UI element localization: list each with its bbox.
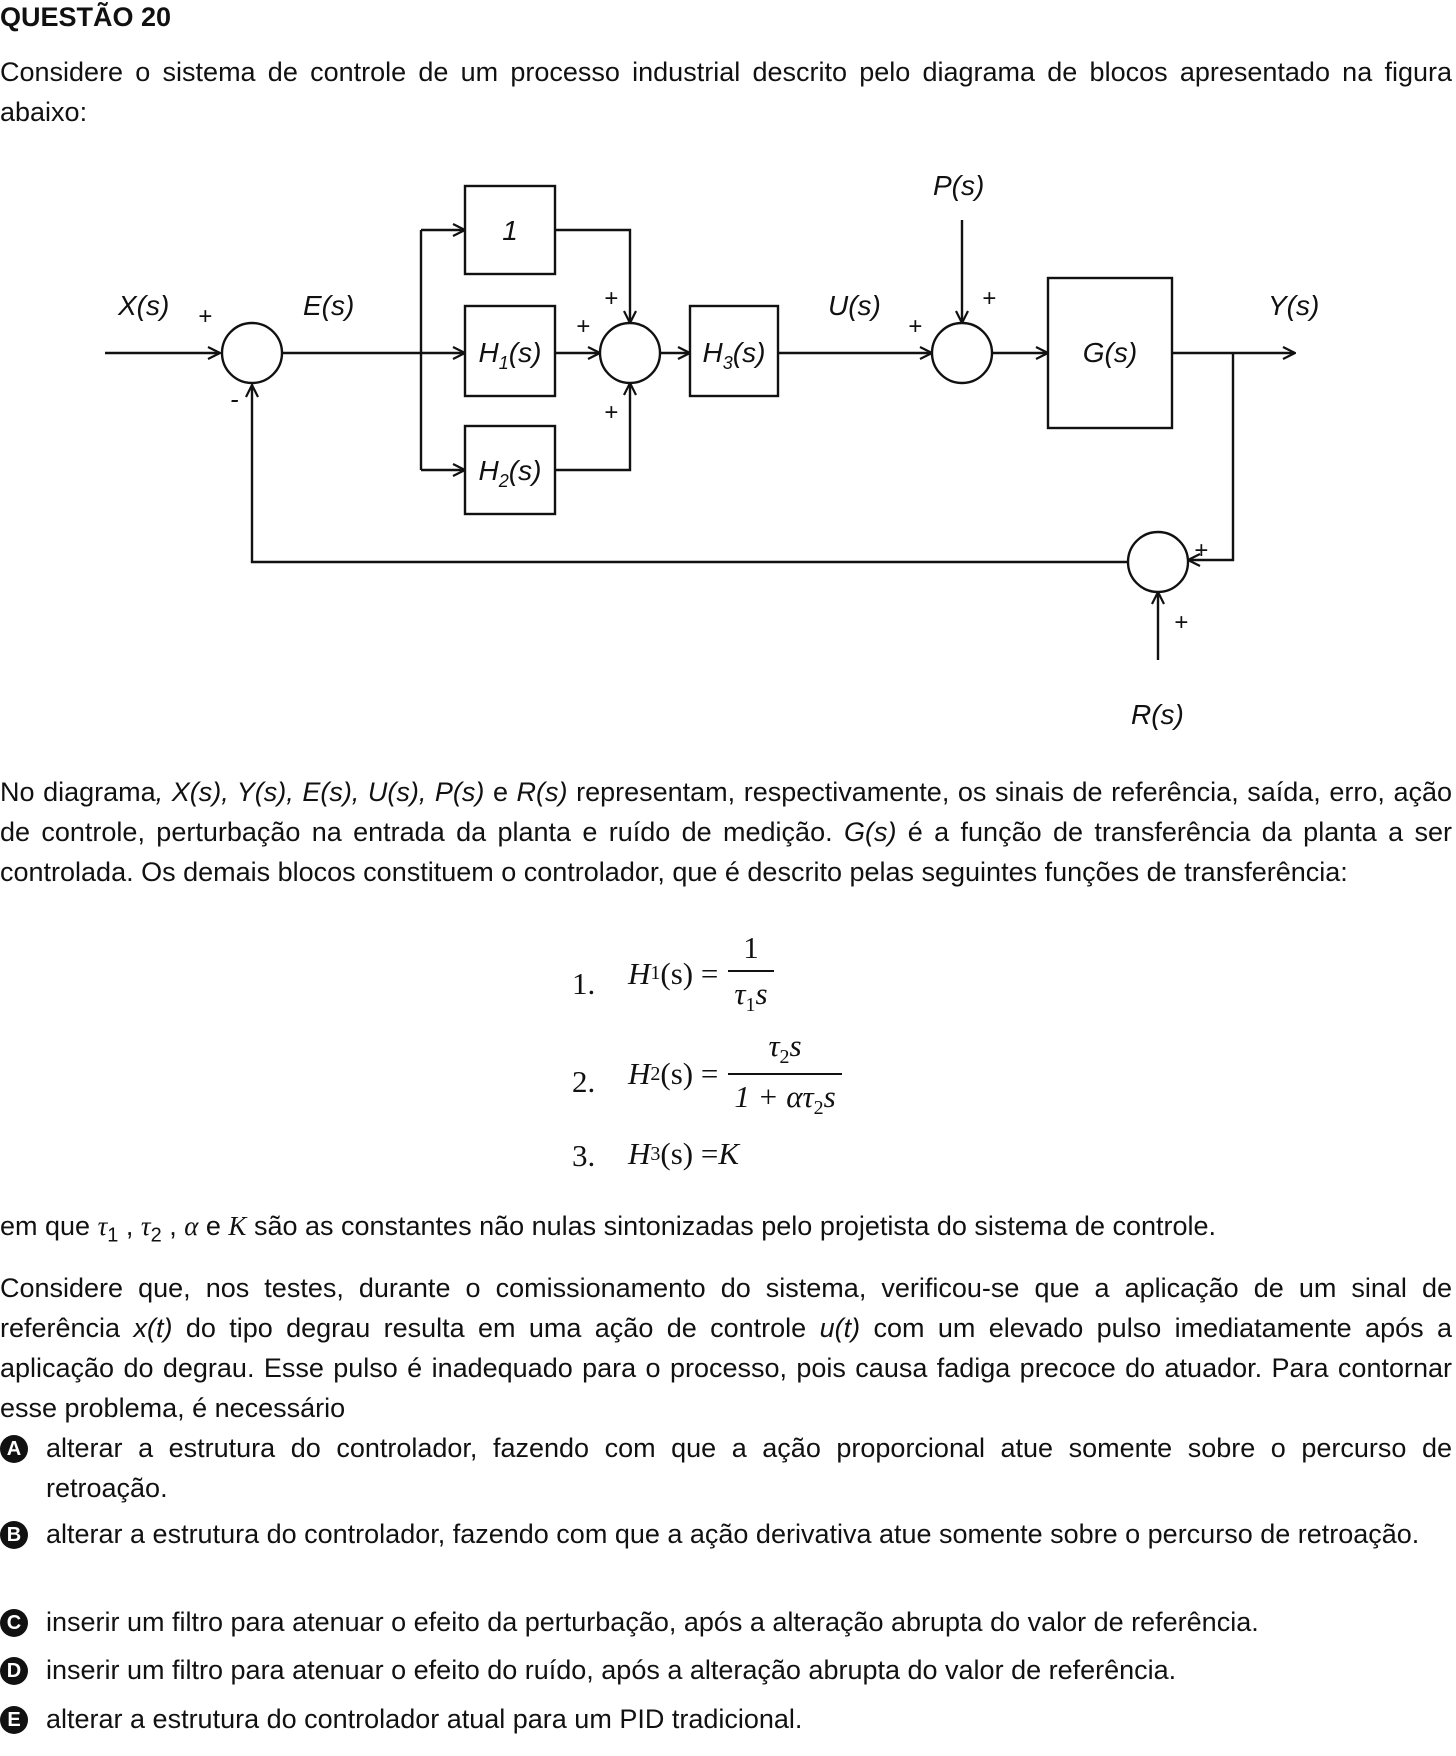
block-h1-label: H1(s): [479, 337, 542, 373]
sum-junction-controller: [598, 321, 662, 385]
question-title: QUESTÃO 20: [0, 2, 172, 32]
scenario-paragraph: Considere que, nos testes, durante o com…: [0, 1273, 1453, 1423]
sign-sum4-right: +: [1194, 537, 1208, 564]
signal-r-label: R(s): [1131, 699, 1184, 730]
option-d-text: inserir um filtro para atenuar o efeito …: [46, 1655, 1177, 1685]
wire-y-feedback: [1188, 353, 1235, 560]
block-h2-label: H2(s): [479, 455, 542, 491]
sign-sum3-left: +: [908, 313, 922, 340]
block-h2: [463, 424, 557, 516]
signal-u-label: U(s): [828, 290, 881, 321]
sum-junction-error: [220, 321, 284, 385]
option-a-text: alterar a estrutura do controlador, faze…: [46, 1433, 1452, 1503]
option-d-letter: D: [0, 1657, 28, 1685]
question-intro: Considere o sistema de controle de um pr…: [0, 57, 1452, 127]
diagram-wires: [105, 220, 1295, 660]
wire-block1-to-sum2: [555, 228, 630, 323]
sign-sum1-feedback: -: [230, 384, 239, 414]
signal-p-label: P(s): [933, 170, 984, 201]
constants-sentence: em que τ1 , τ2 , α e K são as constantes…: [0, 1211, 1217, 1247]
wire-h2-to-sum2: [555, 383, 630, 472]
wire-feedback-to-sum1: [252, 385, 1128, 564]
option-e-text: alterar a estrutura do controlador atual…: [46, 1704, 803, 1734]
block-g-label: G(s): [1083, 337, 1137, 368]
sign-sum2-left: +: [576, 313, 590, 340]
option-b-text: alterar a estrutura do controlador, faze…: [46, 1519, 1420, 1549]
block-1-label: 1: [502, 215, 518, 246]
sum-junction-noise: [1126, 530, 1190, 594]
signal-e-label: E(s): [303, 290, 354, 321]
sign-sum1-x: +: [198, 303, 212, 330]
signal-y-label: Y(s): [1268, 290, 1319, 321]
block-h3-label: H3(s): [703, 337, 766, 373]
sign-sum3-top: +: [982, 285, 996, 312]
signal-x-label: X(s): [117, 290, 169, 321]
sum-junction-disturbance: [930, 321, 994, 385]
sign-sum2-top: +: [604, 285, 618, 312]
option-a-letter: A: [0, 1435, 28, 1463]
sign-sum4-bottom: +: [1174, 609, 1188, 636]
sign-sum2-bottom: +: [604, 399, 618, 426]
option-b-letter: B: [0, 1521, 28, 1549]
option-e-letter: E: [0, 1706, 28, 1734]
block-h1: [463, 304, 557, 398]
option-c-letter: C: [0, 1609, 28, 1637]
option-c-text: inserir um filtro para atenuar o efeito …: [46, 1607, 1259, 1637]
diagram-description: No diagrama, X(s), Y(s), E(s), U(s), P(s…: [0, 777, 1452, 887]
block-h3: [688, 304, 780, 398]
block-g: [1046, 276, 1174, 430]
block-diagram: 1 H1(s) H2(s) H3(s) G(s) X(s) E(s) U(s) …: [105, 170, 1319, 730]
block-1: [463, 184, 557, 276]
